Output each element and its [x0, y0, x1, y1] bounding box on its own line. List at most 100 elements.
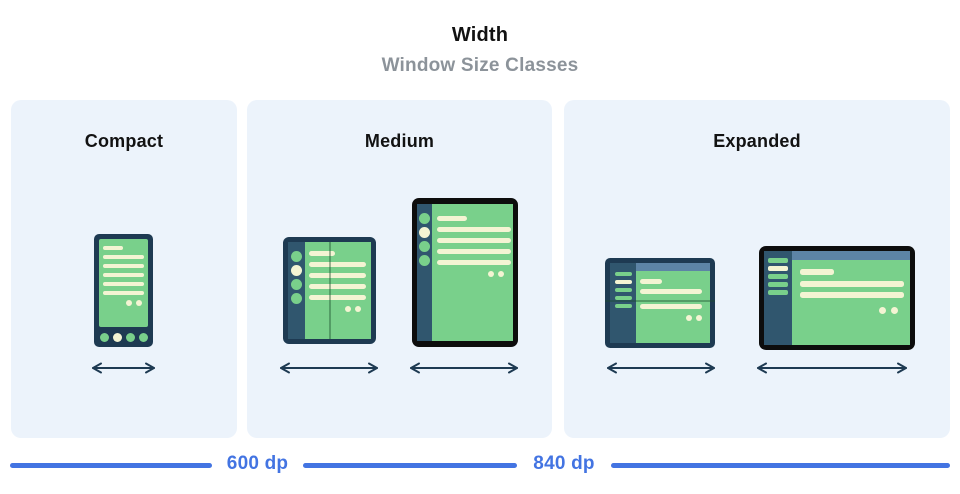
content-line	[800, 281, 904, 287]
content-line	[800, 292, 904, 298]
page-subtitle: Window Size Classes	[381, 55, 579, 76]
content-dot	[126, 300, 132, 306]
nav-dot	[99, 332, 109, 342]
rail-dot	[291, 265, 302, 276]
content-line	[103, 273, 144, 277]
content-line	[103, 246, 123, 250]
breakpoint-label-840dp: 840 dp	[533, 453, 595, 474]
content-area	[636, 271, 710, 343]
sidebar-item-bar	[614, 280, 632, 284]
rail-dot	[291, 293, 302, 304]
fold-line	[605, 300, 715, 302]
content-line	[103, 291, 144, 295]
phone-device-illustration	[94, 234, 153, 347]
breakpoint-label-600dp: 600 dp	[226, 453, 289, 474]
navigation-rail	[288, 242, 305, 339]
rail-dot	[419, 241, 430, 252]
panel-compact-label: Compact	[84, 131, 164, 151]
sidebar-item-bar	[614, 272, 632, 276]
sidebar-item-bar	[768, 290, 788, 295]
content-dot	[345, 306, 351, 312]
sidebar-navigation	[610, 263, 636, 343]
content-dot	[879, 307, 886, 314]
content-line	[309, 295, 366, 300]
foldable-landscape-illustration	[605, 258, 715, 348]
content-dots	[640, 315, 702, 321]
panel-medium-label: Medium	[364, 131, 435, 151]
content-line	[640, 279, 662, 284]
content-line	[640, 289, 702, 294]
nav-dot	[112, 332, 122, 342]
foldable-device-illustration	[283, 237, 376, 344]
content-dot	[355, 306, 361, 312]
sidebar-item-bar	[614, 304, 632, 308]
phone-navigation-bar	[99, 327, 148, 347]
sidebar-navigation	[764, 251, 792, 345]
app-top-bar	[792, 251, 910, 260]
rail-dot	[291, 279, 302, 290]
nav-dot	[125, 332, 135, 342]
content-line	[437, 260, 511, 265]
app-top-bar	[636, 263, 710, 271]
ruler-line-segment	[10, 463, 212, 468]
navigation-rail	[417, 204, 432, 341]
content-dots	[437, 271, 508, 277]
content-dot	[686, 315, 692, 321]
width-arrow-icon	[757, 362, 907, 374]
content-dot	[136, 300, 142, 306]
width-arrow-icon	[410, 362, 518, 374]
width-arrow-icon	[280, 362, 378, 374]
rail-dot	[419, 255, 430, 266]
panel-compact: Compact	[11, 100, 237, 438]
tablet-landscape-illustration	[759, 246, 915, 350]
tablet-portrait-illustration	[412, 198, 518, 347]
page-title: Width	[451, 24, 509, 46]
fold-line	[329, 242, 331, 339]
content-area	[792, 260, 910, 345]
sidebar-item-bar	[768, 258, 788, 263]
header: Width Window Size Classes	[0, 24, 960, 77]
content-dot	[891, 307, 898, 314]
content-line	[437, 216, 467, 221]
content-dots	[800, 307, 898, 314]
ruler-line-segment	[611, 463, 950, 468]
panel-expanded-label: Expanded	[713, 131, 801, 151]
content-dot	[696, 315, 702, 321]
panel-expanded: Expanded	[564, 100, 950, 438]
content-dots	[103, 300, 144, 306]
sidebar-item-bar	[614, 288, 632, 292]
content-line	[800, 269, 834, 275]
sidebar-item-bar	[614, 296, 632, 300]
content-line	[103, 264, 144, 268]
tablet-screen	[432, 204, 513, 341]
content-line	[103, 282, 144, 286]
foldable-screen	[305, 242, 371, 339]
rail-dot	[419, 227, 430, 238]
content-dots	[309, 306, 367, 312]
width-arrow-icon	[607, 362, 715, 374]
content-dot	[498, 271, 504, 277]
content-line	[309, 251, 335, 256]
nav-dot	[138, 332, 148, 342]
content-line	[437, 227, 511, 232]
width-arrow-icon	[92, 362, 155, 374]
sidebar-item-bar	[768, 266, 788, 271]
content-dot	[488, 271, 494, 277]
content-line	[437, 249, 511, 254]
content-line	[309, 273, 366, 278]
sidebar-item-bar	[768, 282, 788, 287]
content-line	[103, 255, 144, 259]
main-pane	[636, 263, 710, 343]
main-pane	[792, 251, 910, 345]
rail-dot	[291, 251, 302, 262]
breakpoint-ruler: 600 dp 840 dp	[0, 451, 960, 483]
sidebar-item-bar	[768, 274, 788, 279]
ruler-line-segment	[303, 463, 517, 468]
content-line	[309, 284, 366, 289]
content-line	[309, 262, 366, 267]
rail-dot	[419, 213, 430, 224]
content-line	[640, 304, 702, 309]
content-line	[437, 238, 511, 243]
phone-screen	[99, 239, 148, 327]
